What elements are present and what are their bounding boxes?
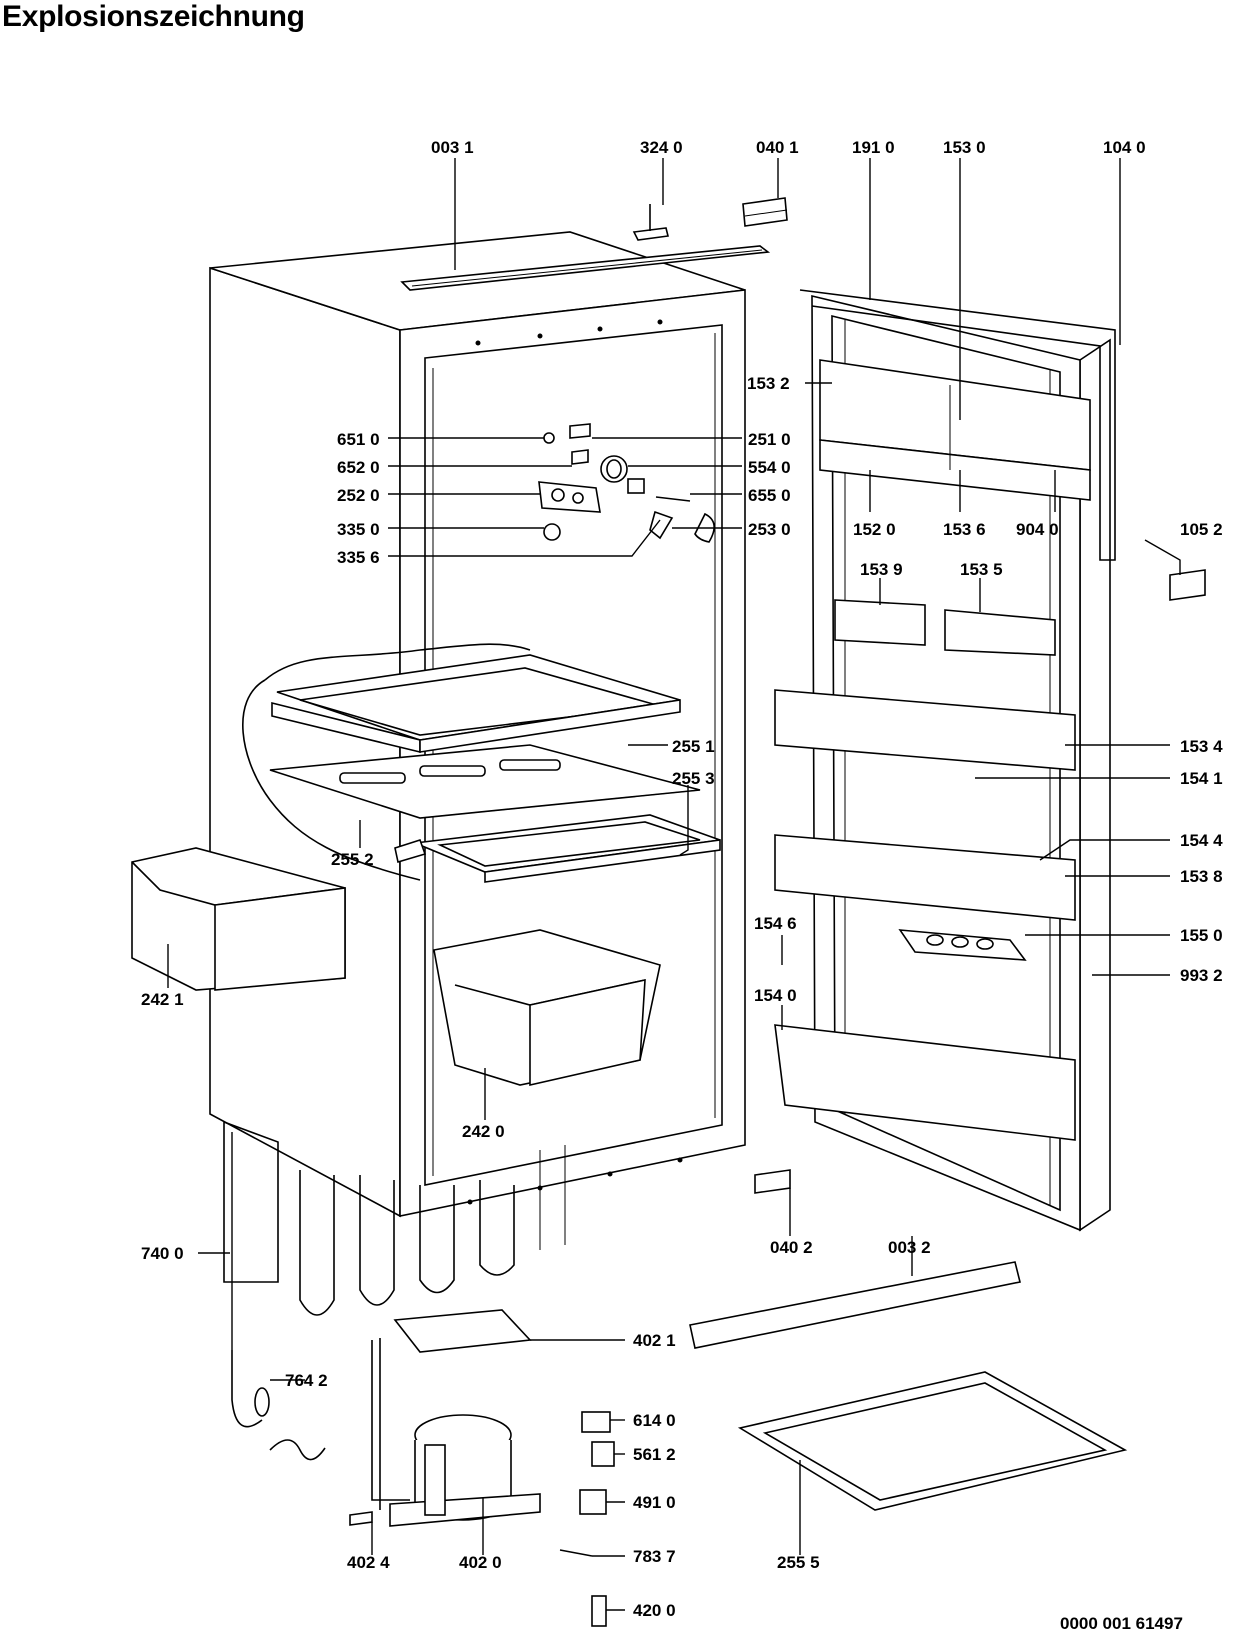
callout-154-6: 154 6 — [754, 914, 797, 933]
compressor — [371, 1338, 541, 1527]
callout-255-2: 255 2 — [331, 850, 374, 869]
callout-040-2: 040 2 — [770, 1238, 813, 1257]
compressor-bracket — [393, 1309, 532, 1353]
crisper-drawer-left — [131, 847, 346, 991]
butter-compartment — [819, 359, 1091, 501]
glass-shelf-lower — [394, 814, 721, 883]
callout-153-4: 153 4 — [1180, 737, 1223, 756]
callout-554-0: 554 0 — [748, 458, 791, 477]
callout-105-2: 105 2 — [1180, 520, 1223, 539]
crisper-drawer-right — [433, 929, 661, 1087]
drawing-number: 0000 001 61497 — [1060, 1614, 1183, 1633]
callout-255-3: 255 3 — [672, 769, 715, 788]
hinge-lower — [754, 1169, 791, 1194]
callout-402-4: 402 4 — [347, 1553, 390, 1572]
thermostat-assembly — [538, 423, 715, 543]
bottle-rack — [774, 1024, 1076, 1141]
door-gasket — [799, 289, 1116, 561]
callout-255-1: 255 1 — [672, 737, 715, 756]
callout-154-4: 154 4 — [1180, 831, 1223, 850]
top-cover-strip — [400, 245, 771, 291]
callout-655-0: 655 0 — [748, 486, 791, 505]
callout-154-1: 154 1 — [1180, 769, 1223, 788]
callout-155-0: 155 0 — [1180, 926, 1223, 945]
callout-153-6: 153 6 — [943, 520, 986, 539]
callout-420-0: 420 0 — [633, 1601, 676, 1620]
bottom-glass-plate — [737, 1371, 1128, 1511]
callout-153-8: 153 8 — [1180, 867, 1223, 886]
shelf-frame-middle — [269, 744, 701, 819]
capillary-tube — [231, 1350, 326, 1461]
callout-252-0: 252 0 — [337, 486, 380, 505]
door-rack-1 — [774, 689, 1076, 771]
callout-153-0: 153 0 — [943, 138, 986, 157]
door-rack-2 — [774, 834, 1076, 921]
callout-191-0: 191 0 — [852, 138, 895, 157]
callout-783-7: 783 7 — [633, 1547, 676, 1566]
glass-shelf-upper — [242, 643, 681, 881]
callout-251-0: 251 0 — [748, 430, 791, 449]
hinge-pin — [632, 204, 669, 241]
egg-tray — [898, 929, 1027, 961]
callout-335-6: 335 6 — [337, 548, 380, 567]
callout-153-9: 153 9 — [860, 560, 903, 579]
callout-993-2: 993 2 — [1180, 966, 1223, 985]
callout-040-1: 040 1 — [756, 138, 799, 157]
callout-003-2: 003 2 — [888, 1238, 931, 1257]
callout-255-5: 255 5 — [777, 1553, 820, 1572]
callout-242-0: 242 0 — [462, 1122, 505, 1141]
callout-154-0: 154 0 — [754, 986, 797, 1005]
callout-324-0: 324 0 — [640, 138, 683, 157]
callout-764-2: 764 2 — [285, 1371, 328, 1390]
callout-561-2: 561 2 — [633, 1445, 676, 1464]
callout-491-0: 491 0 — [633, 1493, 676, 1512]
callout-904-0: 904 0 — [1016, 520, 1059, 539]
callout-614-0: 614 0 — [633, 1411, 676, 1430]
condenser-coil — [223, 1120, 566, 1350]
bottom-strip — [689, 1261, 1021, 1349]
callout-402-1: 402 1 — [633, 1331, 676, 1350]
callout-652-0: 652 0 — [337, 458, 380, 477]
callout-104-0: 104 0 — [1103, 138, 1146, 157]
callout-335-0: 335 0 — [337, 520, 380, 539]
leader-lines — [167, 158, 1181, 1611]
callout-740-0: 740 0 — [141, 1244, 184, 1263]
callout-153-2: 153 2 — [747, 374, 790, 393]
callout-253-0: 253 0 — [748, 520, 791, 539]
callout-153-5: 153 5 — [960, 560, 1003, 579]
callout-152-0: 152 0 — [853, 520, 896, 539]
small-trays — [834, 599, 1056, 656]
page-title: Explosionszeichnung — [2, 0, 305, 33]
callout-242-1: 242 1 — [141, 990, 184, 1009]
top-hinge — [742, 197, 788, 227]
callout-651-0: 651 0 — [337, 430, 380, 449]
callout-402-0: 402 0 — [459, 1553, 502, 1572]
small-parts-stack — [349, 1411, 615, 1627]
hinge-right — [1169, 569, 1206, 601]
callout-labels: 003 1 324 0 040 1 191 0 153 0 104 0 153 … — [141, 138, 1223, 1633]
callout-003-1: 003 1 — [431, 138, 474, 157]
